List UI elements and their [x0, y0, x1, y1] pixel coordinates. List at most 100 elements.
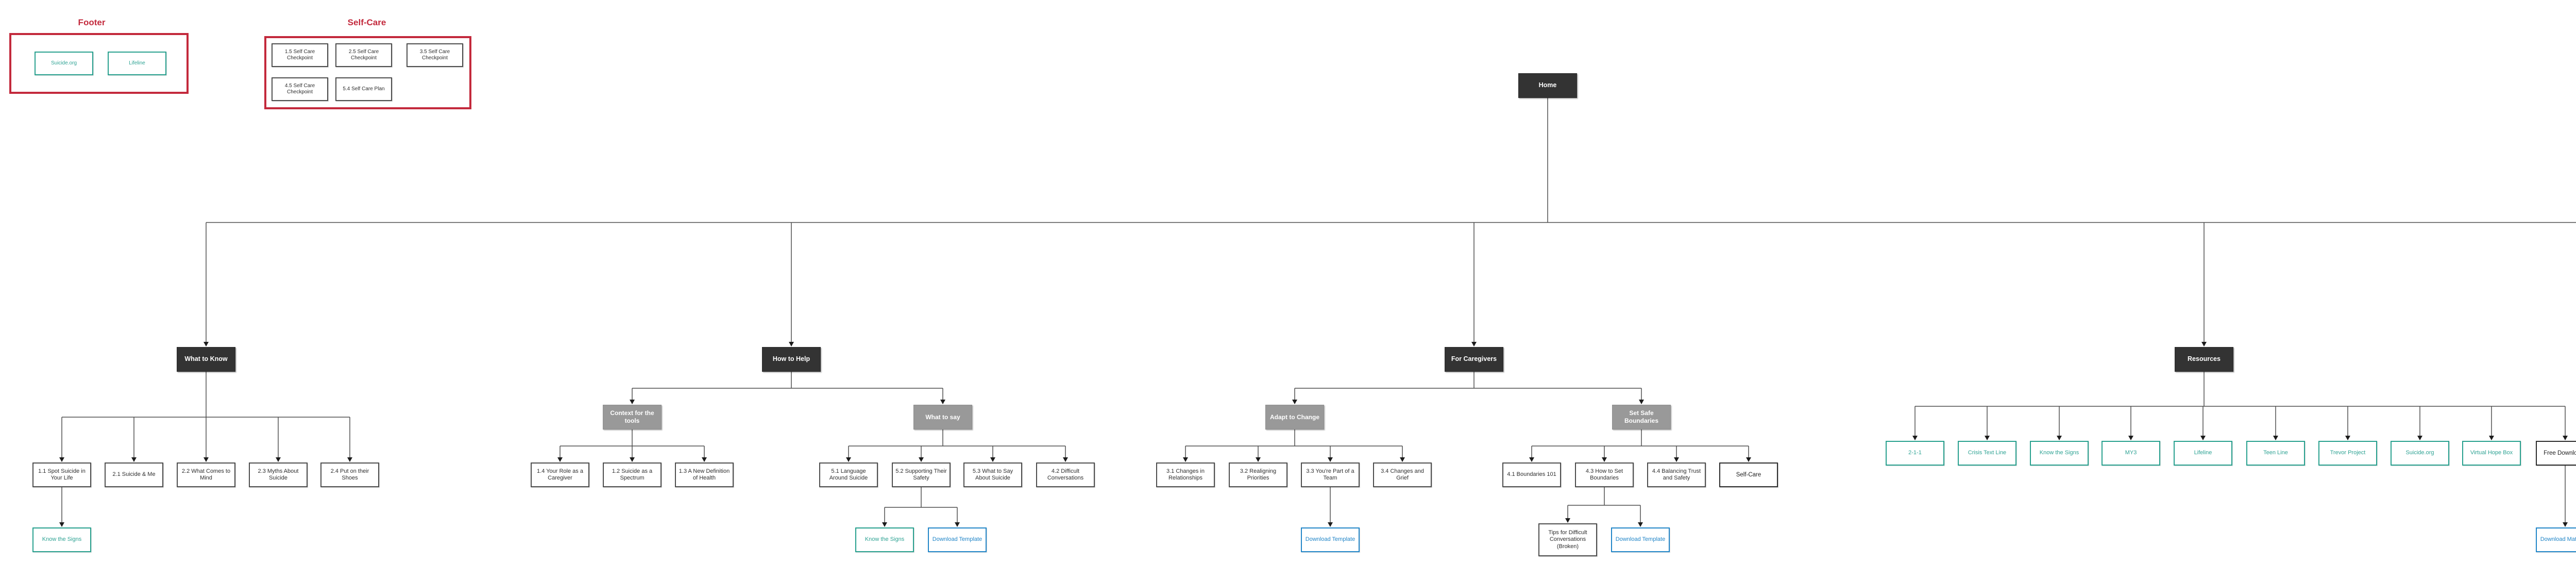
- self-care-legend-item[interactable]: 3.5 Self Care Checkpoint: [406, 43, 463, 67]
- node-realigning-priorities[interactable]: 3.2 Realigning Priorities: [1229, 462, 1287, 487]
- node-label: Set Safe Boundaries: [1624, 409, 1658, 424]
- self-care-legend-item[interactable]: 1.5 Self Care Checkpoint: [272, 43, 328, 67]
- node-label: 4.2 Difficult Conversations: [1047, 468, 1084, 481]
- node-home[interactable]: Home: [1518, 73, 1577, 98]
- connector-arrowhead: [1529, 457, 1534, 462]
- node-label: Virtual Hope Box: [2470, 450, 2513, 456]
- node-for-caregivers[interactable]: For Caregivers: [1445, 347, 1503, 372]
- connector-arrowhead: [276, 457, 281, 462]
- node-label: Self-Care: [1736, 471, 1761, 478]
- connector-arrowhead: [2489, 436, 2494, 440]
- node-label: Lifeline: [2194, 450, 2212, 456]
- node-label: Adapt to Change: [1270, 413, 1319, 421]
- node-new-definition[interactable]: 1.3 A New Definition of Health: [675, 462, 734, 487]
- node-download-template-2[interactable]: Download Template: [1301, 527, 1360, 552]
- node-what-to-know[interactable]: What to Know: [177, 347, 235, 372]
- node-supporting-safety[interactable]: 5.2 Supporting Their Safety: [892, 462, 951, 487]
- node-label: 3.1 Changes in Relationships: [1166, 468, 1205, 481]
- node-myths-about-suicide[interactable]: 2.3 Myths About Suicide: [249, 462, 308, 487]
- node-put-on-their-shoes[interactable]: 2.4 Put on their Shoes: [320, 462, 379, 487]
- node-label: Know the Signs: [865, 536, 905, 543]
- node-res-know-signs[interactable]: Know the Signs: [2030, 441, 2089, 466]
- node-res-crisis-text[interactable]: Crisis Text Line: [1958, 441, 2016, 466]
- node-suicide-spectrum[interactable]: 1.2 Suicide as a Spectrum: [603, 462, 662, 487]
- node-label: Teen Line: [2263, 450, 2288, 456]
- connector-arrowhead: [2201, 342, 2207, 346]
- node-label: 4.4 Balancing Trust and Safety: [1652, 468, 1701, 481]
- connector-arrowhead: [882, 522, 887, 527]
- legend-item-label: Suicide.org: [50, 60, 77, 66]
- node-download-materials[interactable]: Download Materials: [2536, 527, 2576, 552]
- node-resources[interactable]: Resources: [2175, 347, 2233, 372]
- connector-arrowhead: [2563, 436, 2568, 440]
- connector-arrowhead: [1565, 518, 1570, 523]
- node-res-my3[interactable]: MY3: [2102, 441, 2160, 466]
- node-label: Resources: [2188, 355, 2221, 363]
- node-res-trevor[interactable]: Trevor Project: [2318, 441, 2377, 466]
- footer-legend-item[interactable]: Lifeline: [108, 52, 166, 75]
- connector-arrowhead: [940, 400, 945, 404]
- node-language-around[interactable]: 5.1 Language Around Suicide: [819, 462, 878, 487]
- node-how-to-help[interactable]: How to Help: [762, 347, 821, 372]
- node-know-the-signs-2[interactable]: Know the Signs: [855, 527, 914, 552]
- node-changes-relationships[interactable]: 3.1 Changes in Relationships: [1156, 462, 1215, 487]
- connector-arrowhead: [2417, 436, 2422, 440]
- footer-legend-item[interactable]: Suicide.org: [35, 52, 93, 75]
- node-label: What to say: [925, 413, 960, 421]
- footer-legend-title: Footer: [78, 18, 106, 27]
- node-what-to-say[interactable]: What to say: [913, 405, 972, 429]
- node-changes-grief[interactable]: 3.4 Changes and Grief: [1373, 462, 1432, 487]
- node-label: 3.4 Changes and Grief: [1381, 468, 1424, 481]
- node-label: 5.3 What to Say About Suicide: [972, 468, 1013, 481]
- node-label: Free Downloads: [2544, 450, 2576, 456]
- connector-arrowhead: [1256, 457, 1261, 462]
- connector-arrowhead: [955, 522, 960, 527]
- self-care-legend-item[interactable]: 4.5 Self Care Checkpoint: [272, 77, 328, 101]
- node-label: 1.1 Spot Suicide in Your Life: [38, 468, 86, 481]
- node-res-lifeline[interactable]: Lifeline: [2174, 441, 2232, 466]
- node-label: Context for the tools: [610, 409, 654, 424]
- connector-arrowhead: [1292, 400, 1297, 404]
- node-free-downloads[interactable]: Free Downloads: [2536, 441, 2576, 466]
- self-care-legend-title: Self-Care: [347, 18, 386, 27]
- connector-arrowhead: [347, 457, 352, 462]
- node-label: 3.3 You're Part of a Team: [1306, 468, 1354, 481]
- node-part-of-team[interactable]: 3.3 You're Part of a Team: [1301, 462, 1360, 487]
- node-know-the-signs-1[interactable]: Know the Signs: [32, 527, 91, 552]
- node-label: Home: [1538, 81, 1557, 89]
- node-label: 4.1 Boundaries 101: [1507, 471, 1556, 478]
- node-adapt-to-change[interactable]: Adapt to Change: [1265, 405, 1324, 429]
- node-boundaries-101[interactable]: 4.1 Boundaries 101: [1502, 462, 1561, 487]
- connector-arrowhead: [2273, 436, 2278, 440]
- connector-arrowhead: [702, 457, 707, 462]
- node-what-to-say-suicide[interactable]: 5.3 What to Say About Suicide: [963, 462, 1022, 487]
- node-download-template-1[interactable]: Download Template: [928, 527, 987, 552]
- connector-arrowhead: [1328, 457, 1333, 462]
- connector-arrowhead: [789, 342, 794, 346]
- node-context-for-tools[interactable]: Context for the tools: [603, 405, 662, 429]
- self-care-legend-item[interactable]: 5.4 Self Care Plan: [335, 77, 392, 101]
- node-self-care[interactable]: Self-Care: [1719, 462, 1778, 487]
- node-download-template-3[interactable]: Download Template: [1611, 527, 1670, 552]
- connector-arrowhead: [1328, 522, 1333, 527]
- node-tips-difficult[interactable]: Tips for Difficult Conversations (Broken…: [1538, 523, 1597, 556]
- node-label: Download Materials: [2540, 536, 2576, 543]
- node-what-comes-to-mind[interactable]: 2.2 What Comes to Mind: [177, 462, 235, 487]
- node-difficult-conversations[interactable]: 4.2 Difficult Conversations: [1036, 462, 1095, 487]
- node-res-virtual-hope[interactable]: Virtual Hope Box: [2462, 441, 2521, 466]
- node-res-teen-line[interactable]: Teen Line: [2246, 441, 2305, 466]
- node-spot-suicide[interactable]: 1.1 Spot Suicide in Your Life: [32, 462, 91, 487]
- node-res-211[interactable]: 2-1-1: [1886, 441, 1944, 466]
- node-your-role[interactable]: 1.4 Your Role as a Caregiver: [531, 462, 589, 487]
- legend-item-label: 2.5 Self Care Checkpoint: [348, 48, 379, 61]
- node-label: 2.1 Suicide & Me: [112, 471, 156, 478]
- node-balancing-trust[interactable]: 4.4 Balancing Trust and Safety: [1647, 462, 1706, 487]
- node-how-to-set-boundaries[interactable]: 4.3 How to Set Boundaries: [1575, 462, 1634, 487]
- node-res-suicide-org[interactable]: Suicide.org: [2391, 441, 2449, 466]
- self-care-legend-item[interactable]: 2.5 Self Care Checkpoint: [335, 43, 392, 67]
- node-set-safe-boundaries[interactable]: Set Safe Boundaries: [1612, 405, 1671, 429]
- node-suicide-and-me[interactable]: 2.1 Suicide & Me: [105, 462, 163, 487]
- node-label: 2-1-1: [1908, 450, 1922, 456]
- node-label: MY3: [2125, 450, 2137, 456]
